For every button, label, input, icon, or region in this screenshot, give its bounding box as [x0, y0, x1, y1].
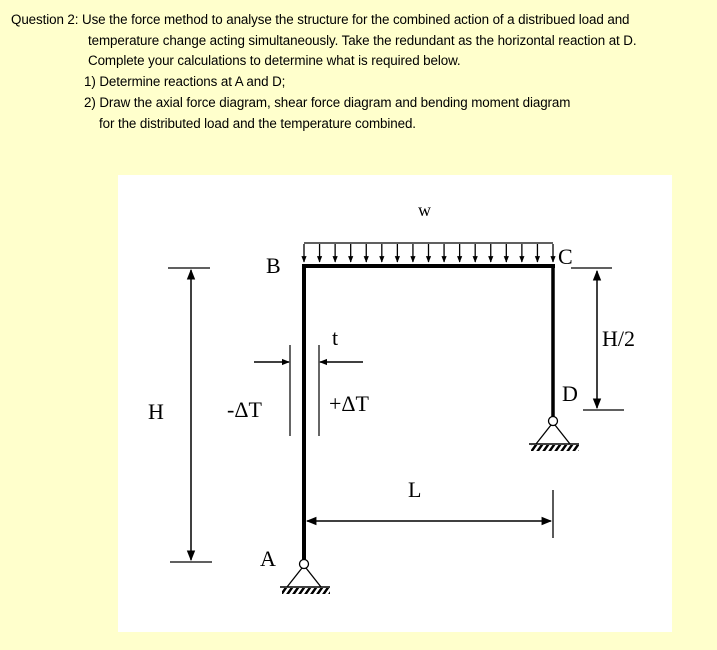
node-b-label: B: [266, 253, 281, 278]
pin-support-d-icon: [529, 415, 579, 451]
thickness-indicator: [254, 345, 363, 436]
figure-panel: [118, 175, 672, 632]
node-d-label: D: [562, 381, 578, 406]
node-a-label: A: [260, 546, 276, 571]
load-label: w: [418, 200, 431, 220]
distributed-load: [301, 242, 556, 263]
frame-members: [302, 264, 555, 560]
load-arrows-icon: [301, 244, 556, 263]
question-line-3: Complete your calculations to determine …: [88, 53, 461, 68]
half-height-label: H/2: [602, 326, 635, 351]
thickness-label: t: [332, 325, 338, 350]
span-label: L: [408, 477, 421, 502]
dimension-half-h: [571, 267, 624, 411]
temp-minus-label: -ΔT: [227, 397, 262, 422]
question-item-2-continued: for the distributed load and the tempera…: [99, 116, 416, 131]
node-c-label: C: [558, 244, 573, 269]
pin-support-a-icon: [280, 558, 330, 594]
question-item-2: 2) Draw the axial force diagram, shear f…: [84, 95, 571, 110]
question-item-1: 1) Determine reactions at A and D;: [84, 74, 286, 89]
dimension-h: [168, 267, 212, 563]
question-line-1: Question 2: Use the force method to anal…: [11, 12, 630, 27]
question-line-2: temperature change acting simultaneously…: [88, 33, 637, 48]
height-label: H: [148, 399, 164, 424]
temp-plus-label: +ΔT: [329, 391, 370, 416]
dimension-l: [305, 490, 554, 538]
